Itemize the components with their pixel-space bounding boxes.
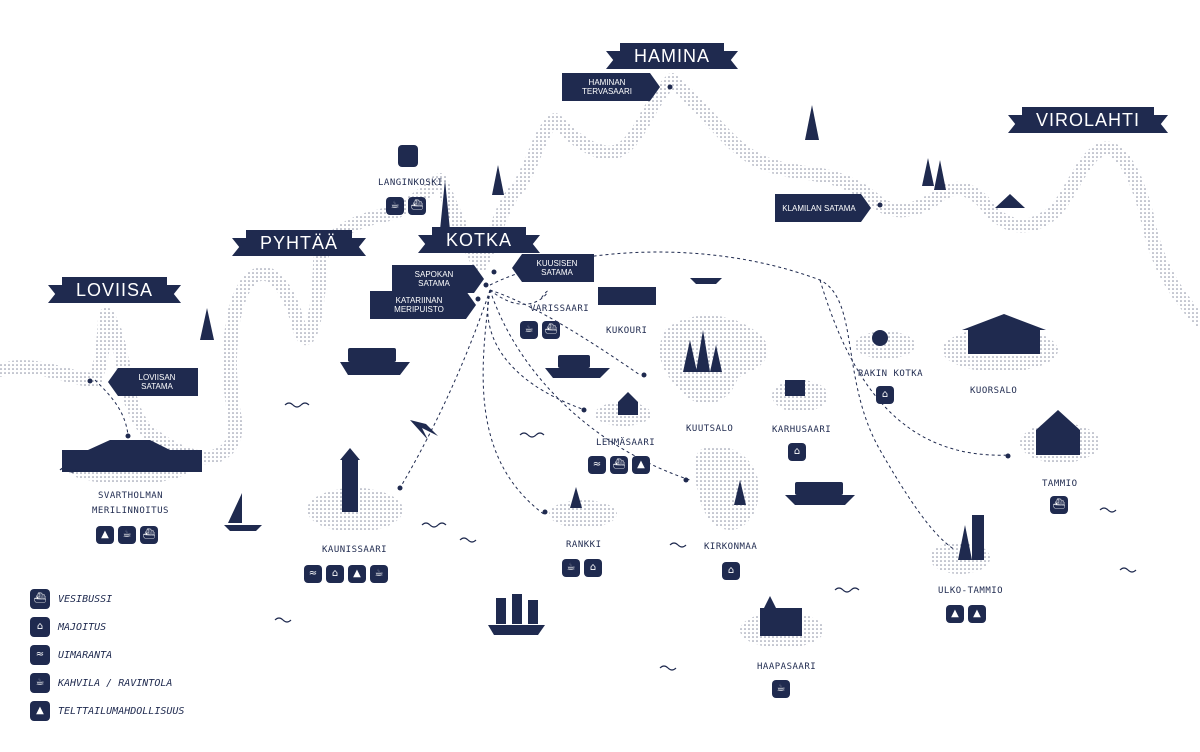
- label-varissaari: VARISSAARI: [530, 304, 590, 314]
- sign-klamilan-satama: KLAMILAN SATAMA: [775, 194, 871, 222]
- sign-haminan-tervasaari: HAMINAN TERVASAARI: [562, 73, 660, 101]
- label-merilinnoitus: MERILINNOITUS: [92, 506, 169, 516]
- tent-icon: ▲: [30, 701, 50, 721]
- icons-ulko-tammio: ▲ ▲: [946, 605, 986, 623]
- label-kuutsalo: KUUTSALO: [686, 424, 734, 434]
- label-tammio: TAMMIO: [1042, 479, 1078, 489]
- cup-icon: ☕: [386, 197, 404, 215]
- icons-haapasaari: ☕: [772, 680, 790, 698]
- icons-lehmasaari: ≈ ⛴ ▲: [588, 456, 650, 474]
- map-legend: ⛴ VESIBUSSI ⌂ MAJOITUS ≈ UIMARANTA ☕ KAH…: [30, 588, 184, 728]
- boat-icon: ⛴: [542, 321, 560, 339]
- legend-label: UIMARANTA: [58, 649, 113, 661]
- legend-row-vesibussi: ⛴ VESIBUSSI: [30, 588, 184, 610]
- banner-pyhtaa: PYHTÄÄ: [232, 230, 367, 256]
- label-svartholman: SVARTHOLMAN: [98, 491, 164, 501]
- label-lehmasaari: LEHMÄSAARI: [596, 438, 656, 448]
- label-kaunissaari: KAUNISSAARI: [322, 545, 388, 555]
- legend-label: MAJOITUS: [58, 621, 107, 633]
- label-kuorsalo: KUORSALO: [970, 386, 1018, 396]
- ferry-routes: [94, 251, 1011, 551]
- boat-icon: ⛴: [610, 456, 628, 474]
- tent-icon: ▲: [348, 565, 366, 583]
- banner-kotka: KOTKA: [418, 227, 541, 253]
- legend-label: VESIBUSSI: [58, 593, 113, 605]
- legend-label: KAHVILA / RAVINTOLA: [58, 677, 173, 689]
- icons-tammio: ⛴: [1050, 496, 1068, 514]
- tree-icons: [200, 105, 972, 560]
- house-icon: ⌂: [326, 565, 344, 583]
- beach-icon: ≈: [304, 565, 322, 583]
- tent-icon: ▲: [96, 526, 114, 544]
- wave-marks: [59, 402, 1137, 671]
- house-icon: ⌂: [584, 559, 602, 577]
- icons-varissaari: ☕ ⛴: [520, 321, 560, 339]
- boat-icon: ⛴: [408, 197, 426, 215]
- label-rankki: RANKKI: [566, 540, 602, 550]
- tent-icon: ▲: [946, 605, 964, 623]
- cup-icon: ☕: [520, 321, 538, 339]
- label-kukouri: KUKOURI: [606, 326, 648, 336]
- boat-icon: ⛴: [30, 589, 50, 609]
- legend-row-uimaranta: ≈ UIMARANTA: [30, 644, 184, 666]
- label-langinkoski: LANGINKOSKI: [378, 178, 444, 188]
- icons-svartholma: ▲ ☕ ⛴: [96, 526, 158, 544]
- sign-sapokan-satama: SAPOKAN SATAMA: [392, 265, 484, 293]
- boat-icon: ⛴: [140, 526, 158, 544]
- label-rakin-kotka: RAKIN KOTKA: [858, 369, 924, 379]
- beach-icon: ≈: [30, 645, 50, 665]
- house-icon: ⌂: [876, 386, 894, 404]
- icons-kirkonmaa: ⌂: [722, 562, 740, 580]
- label-kirkonmaa: KIRKONMAA: [704, 542, 758, 552]
- coastline: [0, 73, 1200, 465]
- icons-kaunissaari: ≈ ⌂ ▲ ☕: [304, 565, 388, 583]
- banner-virolahti: VIROLAHTI: [1008, 107, 1169, 133]
- cup-icon: ☕: [118, 526, 136, 544]
- beach-icon: ≈: [588, 456, 606, 474]
- sign-kuusisen-satama: KUUSISEN SATAMA: [512, 254, 594, 282]
- sign-loviisan-satama: LOVIISAN SATAMA: [108, 368, 198, 396]
- legend-row-kahvila: ☕ KAHVILA / RAVINTOLA: [30, 672, 184, 694]
- boat-icon: ⛴: [1050, 496, 1068, 514]
- legend-row-majoitus: ⌂ MAJOITUS: [30, 616, 184, 638]
- label-karhusaari: KARHUSAARI: [772, 425, 832, 435]
- icons-karhusaari: ⌂: [788, 443, 806, 461]
- label-haapasaari: HAAPASAARI: [757, 662, 817, 672]
- boat-drawings: [224, 278, 855, 635]
- cup-icon: ☕: [370, 565, 388, 583]
- house-icon: ⌂: [722, 562, 740, 580]
- sign-katariinan-meripuisto: KATARIINAN MERIPUISTO: [370, 291, 476, 319]
- cup-icon: ☕: [30, 673, 50, 693]
- legend-label: TELTTAILUMAHDOLLISUUS: [58, 705, 185, 717]
- icons-langinkoski: ☕ ⛴: [386, 197, 426, 215]
- label-ulko-tammio: ULKO-TAMMIO: [938, 586, 1004, 596]
- house-icon: ⌂: [788, 443, 806, 461]
- cup-icon: ☕: [772, 680, 790, 698]
- tent-icon: ▲: [968, 605, 986, 623]
- banner-loviisa: LOVIISA: [48, 277, 182, 303]
- tent-icon: ▲: [632, 456, 650, 474]
- banner-hamina: HAMINA: [606, 43, 739, 69]
- landmark-drawings: [62, 145, 1080, 636]
- harbor-dots: [87, 84, 1011, 515]
- cup-icon: ☕: [562, 559, 580, 577]
- house-icon: ⌂: [30, 617, 50, 637]
- icons-rakin-kotka: ⌂: [876, 386, 894, 404]
- icons-rankki: ☕ ⌂: [562, 559, 602, 577]
- legend-row-telttailu: ▲ TELTTAILUMAHDOLLISUUS: [30, 700, 184, 722]
